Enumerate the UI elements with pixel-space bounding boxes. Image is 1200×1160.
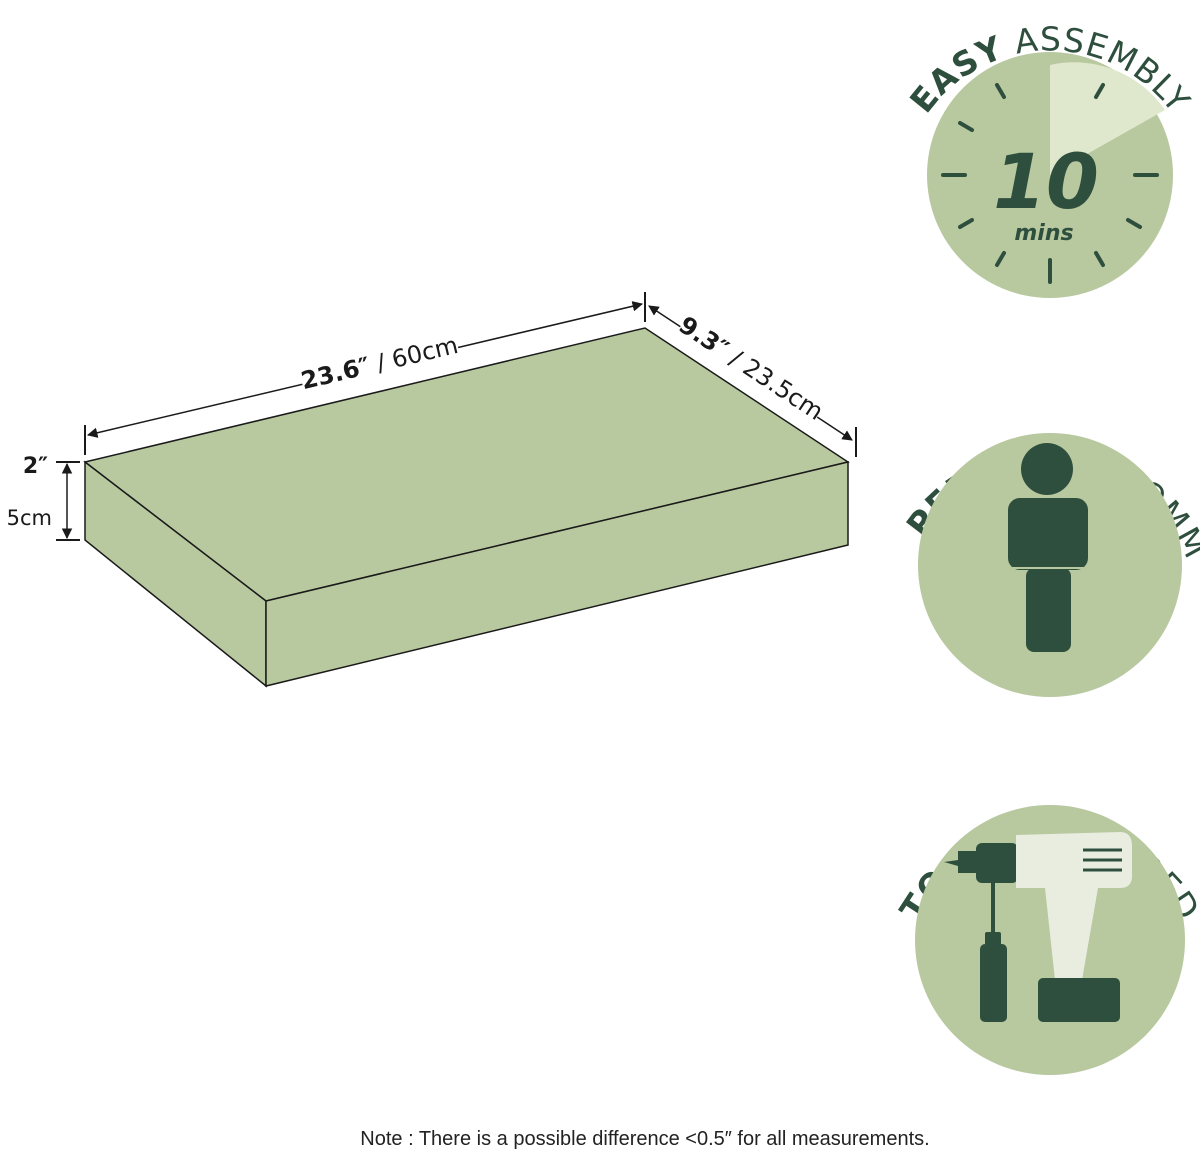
person-icon — [1008, 443, 1088, 652]
drill-screwdriver-icon — [944, 832, 1132, 1022]
easy-assembly-badge: EASY ASSEMBLY 10 mins — [902, 19, 1197, 298]
assembly-minutes-number: 10 — [993, 137, 1099, 226]
width-inches-label: 23.6″ — [298, 352, 373, 395]
shelf-drawing — [83, 327, 850, 688]
height-dimension: 2″ 5cm — [7, 454, 80, 541]
height-inches-label: 2″ — [23, 454, 48, 479]
shelf-front-face — [265, 461, 849, 687]
height-cm-label: 5cm — [7, 506, 52, 530]
tools-required-badge: TOOLS REQUIRED — [892, 805, 1200, 1075]
assembly-minutes-unit: mins — [1014, 221, 1073, 246]
timer-icon: 10 mins — [941, 62, 1165, 284]
measurement-note: Note : There is a possible difference <0… — [360, 1128, 930, 1150]
